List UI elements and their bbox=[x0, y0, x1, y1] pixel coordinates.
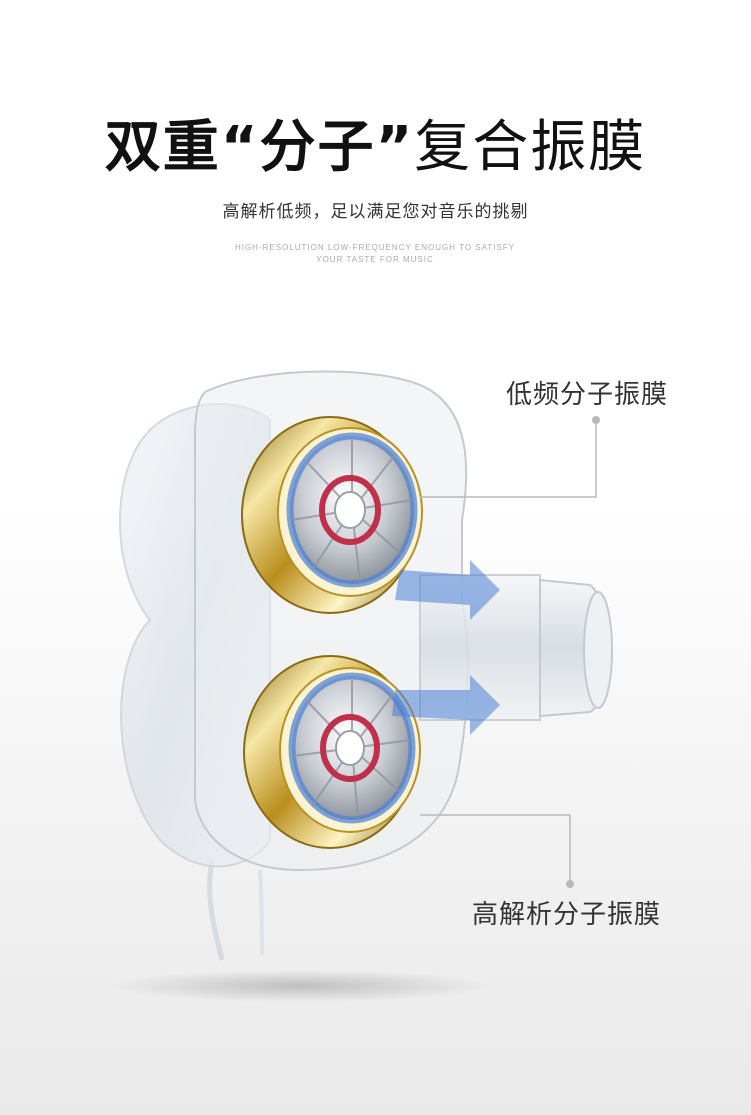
page-title: 双重“分子”复合振膜 bbox=[0, 112, 751, 184]
english-tagline: HIGH-RESOLUTION LOW-FREQUENCY ENOUGH TO … bbox=[200, 242, 550, 266]
english-line-2: YOUR TASTE FOR MUSIC bbox=[316, 255, 434, 264]
floor-shadow bbox=[110, 970, 490, 1002]
driver-bottom bbox=[243, 655, 500, 849]
title-bold: 双重“分子” bbox=[104, 115, 415, 180]
subtitle: 高解析低频，足以满足您对音乐的挑剔 bbox=[222, 202, 529, 222]
callout-low-frequency: 低频分子振膜 bbox=[506, 380, 669, 410]
leader-dot-top bbox=[592, 416, 600, 424]
driver-top bbox=[241, 416, 500, 620]
earphone-nozzle bbox=[419, 574, 613, 721]
leader-line-top bbox=[420, 420, 597, 498]
earphone-cable bbox=[207, 859, 225, 961]
leader-line-bottom bbox=[420, 814, 571, 884]
callout-high-resolution: 高解析分子振膜 bbox=[472, 900, 662, 930]
leader-dot-bottom bbox=[566, 880, 574, 888]
english-line-1: HIGH-RESOLUTION LOW-FREQUENCY ENOUGH TO … bbox=[234, 243, 516, 252]
title-light: 复合振膜 bbox=[414, 115, 647, 180]
